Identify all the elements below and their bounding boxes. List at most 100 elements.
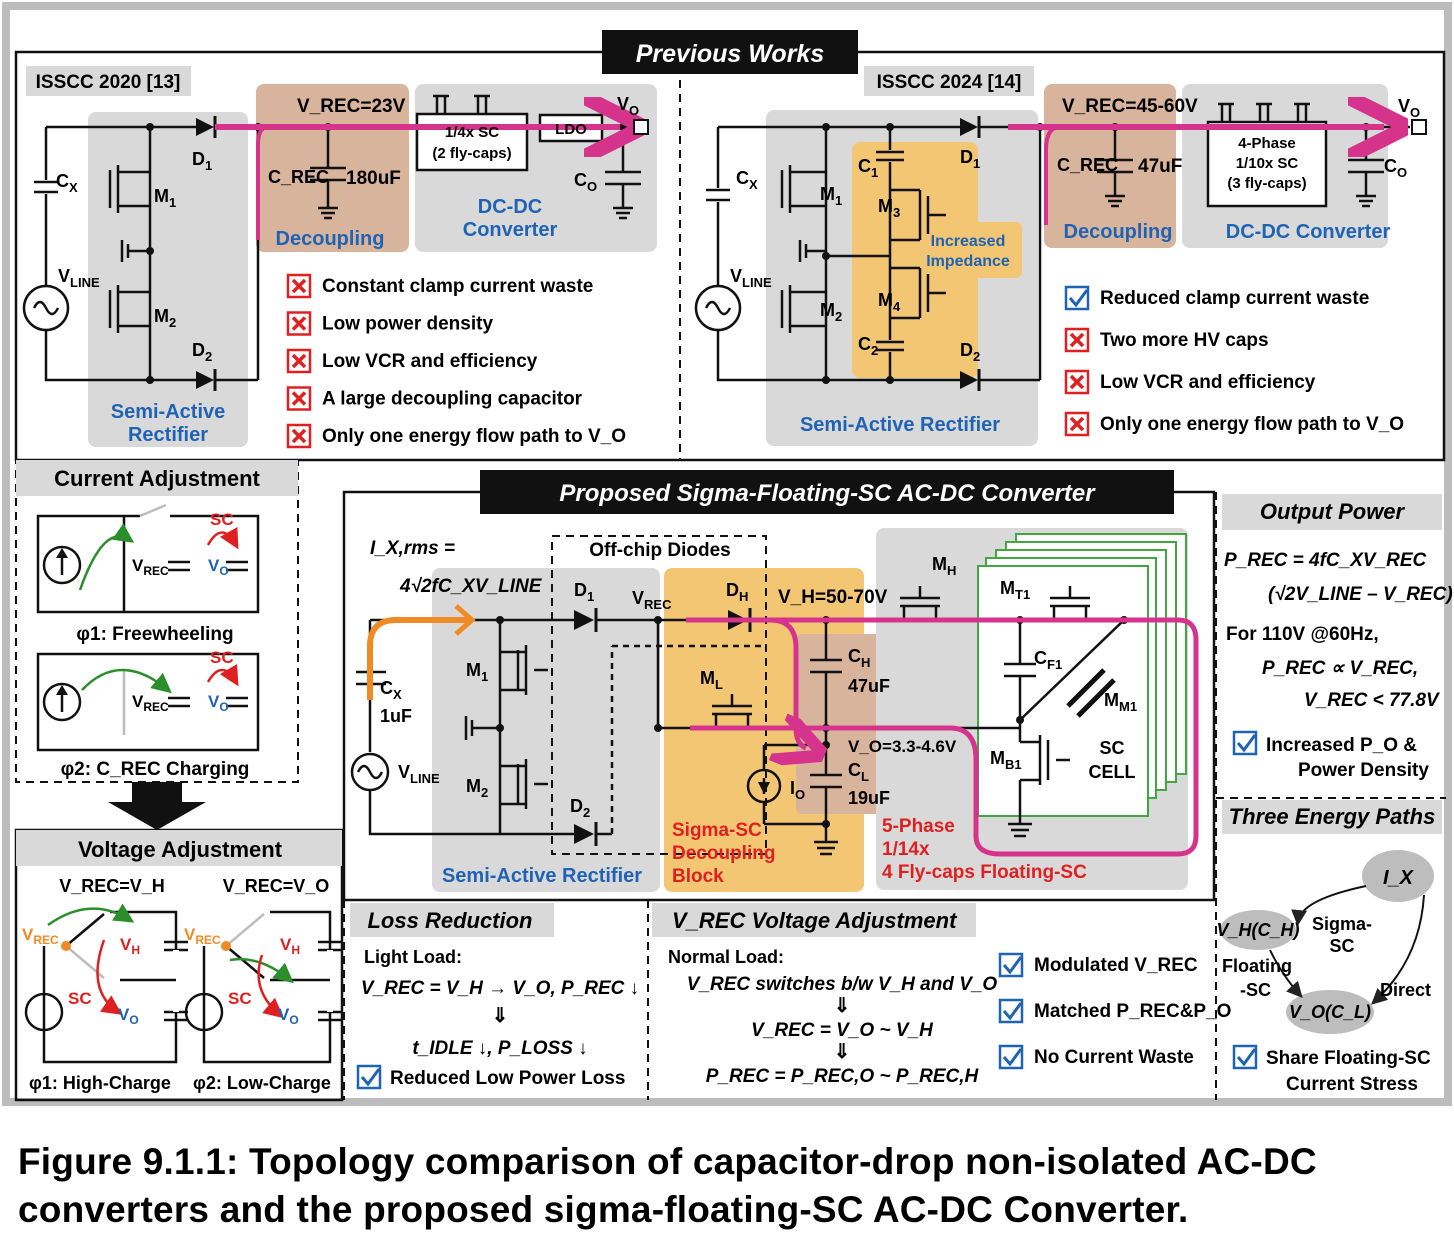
diode-d1-2020 (196, 118, 214, 136)
vrec-2024: V_REC=45-60V (1062, 96, 1198, 117)
con-2020-item-4: Only one energy flow path to V_O (286, 423, 626, 449)
vrec-check-item-2: No Current Waste (998, 1044, 1194, 1070)
voltage-adj-left-cond: V_REC=V_H (59, 876, 165, 896)
rectifier-2020-bg (88, 112, 248, 447)
diagram-canvas: Previous Works ISSCC 2020 [13] (2, 2, 1453, 1106)
vrec-adjust-title: V_REC Voltage Adjustment (672, 908, 958, 933)
vrec-check-text-1: Matched P_REC&P_O (1034, 1001, 1231, 1022)
con-2020-text-3: A large decoupling capacitor (322, 389, 583, 410)
con-2024-text-2: Low VCR and efficiency (1100, 372, 1316, 393)
three-paths-check-1: Share Floating-SC (1266, 1048, 1431, 1069)
svg-text:⇓: ⇓ (834, 1041, 851, 1063)
con-2020-text-0: Constant clamp current waste (322, 276, 593, 297)
svg-text:SC: SC (210, 648, 234, 667)
isscc2020-label: ISSCC 2020 [13] (36, 72, 181, 93)
con-2020-item-0: Constant clamp current waste (286, 273, 593, 299)
orange-current-path (367, 617, 470, 700)
vh-label: V_H=50-70V (778, 587, 888, 608)
floating-sc-path (686, 617, 1199, 857)
loss-light: Light Load: (364, 947, 462, 967)
isscc2020-label-bg (26, 66, 191, 96)
con-2020-item-3: A large decoupling capacitor (286, 386, 583, 411)
crec-value-2024: 47uF (1138, 156, 1182, 177)
crec-value-2020: 180uF (346, 168, 401, 189)
output-limit: V_REC < 77.8V (1304, 690, 1440, 711)
ix-formula-2: 4√2fC_XV_LINE (399, 576, 543, 597)
voltage-adj-right-cond: V_REC=V_O (223, 876, 330, 896)
vrec-check-text-2: No Current Waste (1034, 1047, 1194, 1068)
loss-reduction-title: Loss Reduction (367, 908, 532, 933)
vo-cloud (1286, 990, 1374, 1034)
three-paths-floating-1: Floating (1222, 956, 1292, 976)
dcdc-2020-line1: DC-DC (478, 196, 542, 218)
con-2020-item-1: Low power density (286, 311, 493, 336)
ldo-label: LDO (555, 121, 587, 138)
svg-text:47uF: 47uF (848, 676, 890, 696)
vo-label: V_O=3.3-4.6V (848, 737, 957, 756)
three-paths-vh: V_H(C_H) (1216, 920, 1299, 940)
voltage-adjustment-title: Voltage Adjustment (78, 837, 283, 862)
loss-line1: V_REC = V_H → V_O, P_REC ↓ (361, 978, 639, 999)
sc-2024-line2: 1/10x SC (1236, 155, 1299, 172)
diode-d2-2020 (196, 371, 214, 389)
voltage-adj-phase1: φ1: High-Charge (29, 1073, 171, 1093)
output-cond: For 110V @60Hz, (1226, 624, 1379, 645)
proposed-rectifier-label: Semi-Active Rectifier (442, 865, 642, 887)
vrec-check-item-0: Modulated V_REC (998, 952, 1198, 978)
sc-2024-line1: 4-Phase (1238, 135, 1296, 152)
vrec-normal: Normal Load: (668, 947, 784, 967)
three-paths-check-2: Current Stress (1286, 1074, 1418, 1095)
current-adjustment-title: Current Adjustment (54, 466, 260, 491)
previous-works-title: Previous Works (636, 40, 825, 68)
vrec-line1: V_REC switches b/w V_H and V_O (687, 974, 998, 995)
rectifier-2020-line2: Rectifier (128, 424, 208, 446)
three-paths-ix: I_X (1383, 867, 1415, 889)
con-2024-item-0: Reduced clamp current waste (1064, 285, 1369, 311)
decoupling-2024-label: Decoupling (1064, 221, 1173, 243)
floating-sc-3: 4 Fly-caps Floating-SC (882, 862, 1087, 883)
svg-text:SC: SC (228, 989, 252, 1008)
rectifier-2020-line1: Semi-Active (111, 401, 226, 423)
output-check-2: Power Density (1298, 760, 1429, 781)
current-adj-circuit-2 (36, 652, 260, 752)
impedance-bg (852, 142, 978, 378)
proposed-rectifier-bg (432, 568, 660, 892)
sigma-block-1: Sigma-SC (672, 820, 762, 841)
sigma-path (770, 617, 806, 748)
con-2024-text-3: Only one energy flow path to V_O (1100, 414, 1404, 435)
three-paths-sigma-1: Sigma- (1312, 914, 1372, 934)
con-2024-item-2: Low VCR and efficiency (1064, 369, 1316, 395)
output-prop: P_REC ∝ V_REC, (1262, 658, 1418, 679)
loss-check: Reduced Low Power Loss (390, 1068, 625, 1089)
output-check-1: Increased P_O & (1266, 735, 1417, 756)
con-2020-text-4: Only one energy flow path to V_O (322, 426, 626, 447)
vrec-2020: V_REC=23V (297, 96, 406, 117)
sc-2024-line3: (3 fly-caps) (1227, 175, 1306, 192)
vrec-line3: P_REC = P_REC,O ~ P_REC,H (706, 1066, 980, 1087)
con-2024-text-0: Reduced clamp current waste (1100, 288, 1369, 309)
loss-line2: t_IDLE ↓, P_LOSS ↓ (412, 1038, 587, 1059)
transition-arrow (108, 782, 206, 830)
sc-cell-2: CELL (1089, 762, 1136, 782)
sc-2020-line2: (2 fly-caps) (432, 145, 511, 162)
figure-caption: Figure 9.1.1: Topology comparison of cap… (18, 1141, 1317, 1230)
con-2020-text-1: Low power density (322, 314, 493, 335)
previous-works-banner (602, 30, 858, 74)
three-paths-sigma-2: SC (1329, 936, 1354, 956)
vrec-adjust-checks: Modulated V_REC Matched P_REC&P_O No Curre… (998, 952, 1231, 1070)
dcdc-2020-line2: Converter (463, 219, 558, 241)
impedance-line1: Increased (931, 233, 1006, 250)
off-chip-label: Off-chip Diodes (589, 540, 730, 561)
svg-text:⇓: ⇓ (492, 1005, 509, 1027)
floating-sc-1: 5-Phase (882, 816, 955, 837)
current-adj-phase2: φ2: C_REC Charging (61, 759, 250, 780)
svg-text:SC: SC (68, 989, 92, 1008)
svg-text:19uF: 19uF (848, 788, 890, 808)
con-2024-item-1: Two more HV caps (1064, 327, 1269, 353)
dcdc-2024-label: DC-DC Converter (1226, 221, 1391, 243)
output-power-title: Output Power (1260, 499, 1406, 524)
sc-cell-1: SC (1099, 738, 1124, 758)
rectifier-2024-label: Semi-Active Rectifier (800, 414, 1000, 436)
vrec-check-text-0: Modulated V_REC (1034, 955, 1198, 976)
floating-sc-2: 1/14x (882, 839, 930, 860)
